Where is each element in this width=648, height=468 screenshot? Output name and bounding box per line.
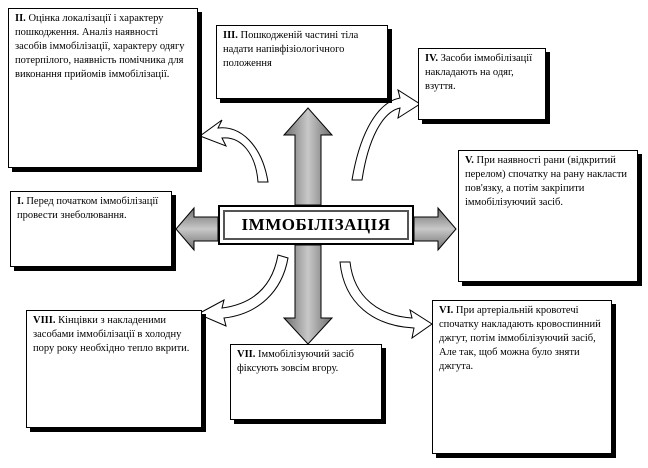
box-5-text: При наявності рани (відкритий перелом) с… <box>465 155 628 208</box>
box-2-text: Оцінка локалізації і характеру пошкоджен… <box>15 13 185 80</box>
arrow-right <box>413 206 457 252</box>
box-4-number: ІV. <box>425 53 441 64</box>
arrow-up <box>282 107 334 206</box>
curved-arrow-box6 <box>339 261 433 340</box>
arrow-down <box>282 244 334 345</box>
box-3-text: Пошкодженій частині тіла надати напівфіз… <box>223 30 359 69</box>
box-4: ІV. Засоби іммобілізації накладають на о… <box>418 48 546 120</box>
box-2-number: ІІ. <box>15 13 29 24</box>
arrow-left <box>175 206 219 252</box>
box-1-text: Перед початком іммобілізації провести зн… <box>17 196 159 221</box>
box-5: V. При наявності рани (відкритий перелом… <box>458 150 638 282</box>
box-6: VІ. При артеріальній кровотечі спочатку … <box>432 300 612 454</box>
box-8-number: VІІІ. <box>33 315 59 326</box>
curved-arrow-box2 <box>198 119 269 183</box>
box-7: VІІ. Іммобілізуючий засіб фіксують зовсі… <box>230 344 382 420</box>
box-6-number: VІ. <box>439 305 456 316</box>
box-3: ІІІ. Пошкодженій частині тіла надати нап… <box>216 25 388 99</box>
box-7-number: VІІ. <box>237 349 259 360</box>
box-4-text: Засоби іммобілізації накладають на одяг,… <box>425 53 533 92</box>
box-5-number: V. <box>465 155 477 166</box>
box-1: І. Перед початком іммобілізації провести… <box>10 191 172 267</box>
box-2: ІІ. Оцінка локалізації і характеру пошко… <box>8 8 198 168</box>
box-1-number: І. <box>17 196 27 207</box>
box-6-text: При артеріальній кровотечі спочатку накл… <box>439 305 601 372</box>
box-7-text: Іммобілізуючий засіб фіксують зовсім вго… <box>237 349 354 374</box>
center-title: ІММОБІЛІЗАЦІЯ <box>218 205 414 245</box>
box-3-number: ІІІ. <box>223 30 241 41</box>
box-8-text: Кінцівки з накладеними засобами іммобілі… <box>33 315 190 354</box>
curved-arrow-box4 <box>351 88 421 181</box>
box-8: VІІІ. Кінцівки з накладеними засобами ім… <box>26 310 202 428</box>
curved-arrow-box8 <box>196 254 289 327</box>
